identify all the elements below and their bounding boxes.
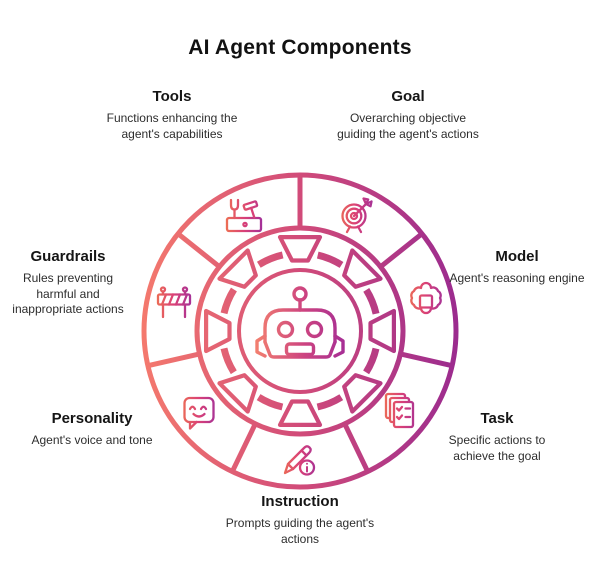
- component-title: Task: [480, 410, 514, 427]
- tab: [277, 235, 323, 263]
- component-task: Task Specific actions to achieve the goa…: [427, 410, 567, 464]
- barrier-icon: [156, 286, 192, 319]
- tab: [368, 308, 396, 354]
- component-description: Rules preventing harmful and inappropria…: [12, 271, 124, 317]
- component-instruction: Instruction Prompts guiding the agent's …: [225, 493, 375, 547]
- sector-divider: [176, 231, 222, 269]
- sector-divider: [378, 231, 424, 269]
- component-description: Agent's voice and tone: [31, 433, 153, 447]
- sector-divider: [147, 351, 201, 369]
- sector-divider: [399, 351, 453, 369]
- component-goal: Goal Overarching objective guiding the a…: [333, 88, 483, 142]
- checklist-icon: [384, 392, 415, 429]
- component-title: Guardrails: [30, 248, 106, 265]
- tab: [342, 248, 383, 289]
- tab: [204, 308, 232, 354]
- tab: [342, 373, 383, 414]
- component-description: Agent's reasoning engine: [449, 271, 585, 285]
- tab: [217, 373, 258, 414]
- component-description: Prompts guiding the agent's actions: [225, 516, 375, 546]
- component-personality: Personality Agent's voice and tone: [7, 410, 177, 449]
- robot-icon: [255, 286, 345, 359]
- smiley-bubble-icon: [183, 396, 215, 430]
- component-title: Goal: [391, 88, 425, 105]
- component-title: Model: [495, 248, 539, 265]
- outer-ring: [141, 172, 459, 490]
- component-title: Instruction: [261, 493, 339, 510]
- target-icon: [341, 197, 373, 234]
- sector-divider: [342, 422, 370, 473]
- sector-dividers: [147, 175, 453, 473]
- sector-divider: [230, 422, 258, 473]
- component-tools: Tools Functions enhancing the agent's ca…: [92, 88, 252, 142]
- decorative-tabs: [204, 235, 396, 427]
- component-title: Tools: [152, 88, 192, 105]
- tools-icon: [225, 198, 263, 233]
- component-guardrails: Guardrails Rules preventing harmful and …: [3, 248, 133, 318]
- tab: [277, 399, 323, 427]
- component-model: Model Agent's reasoning engine: [432, 248, 600, 287]
- component-title: Personality: [51, 410, 133, 427]
- tab: [217, 248, 258, 289]
- page-title: AI Agent Components: [188, 36, 412, 59]
- component-description: Overarching objective guiding the agent'…: [337, 111, 479, 141]
- sector-icons: [156, 197, 442, 476]
- pencil-info-icon: [283, 445, 316, 476]
- center-circle: [237, 268, 363, 394]
- brain-chip-icon: [410, 281, 442, 315]
- component-description: Functions enhancing the agent's capabili…: [106, 111, 238, 141]
- component-description: Specific actions to achieve the goal: [448, 433, 546, 463]
